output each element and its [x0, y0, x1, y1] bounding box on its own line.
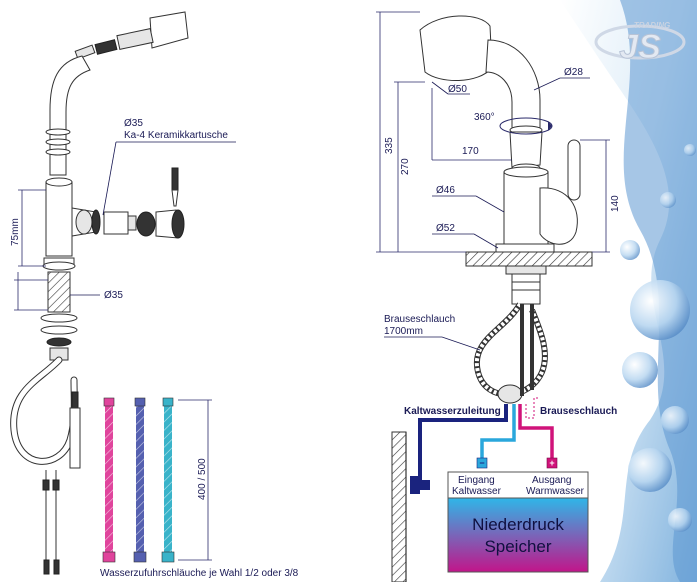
curved-spout [49, 55, 91, 176]
plus-sign: + [549, 458, 554, 468]
js-trading-logo: JS TRADING [594, 21, 686, 67]
hose-length-label: 400 / 500 [197, 458, 208, 500]
lever-handle-side [539, 187, 578, 245]
dim-335-label: 335 [384, 137, 395, 154]
tank-label-panel [447, 471, 589, 499]
plumbing-schematic: Kaltwasserzuleitung − + Brauseschlauch E… [391, 397, 617, 582]
cartridge-name-label: Ka-4 Keramikkartusche [124, 130, 228, 141]
inlet-label: Eingang [458, 475, 495, 486]
lever-stick [567, 139, 581, 201]
cold-supply-label: Kaltwasserzuleitung [404, 406, 501, 417]
shower-hose-schematic-label: Brauseschlauch [540, 406, 617, 417]
dim-140-label: 140 [610, 195, 621, 212]
spray-head-side [419, 15, 493, 82]
thread-diameter-label: Ø35 [104, 290, 123, 301]
spray-nut [94, 39, 118, 55]
exploded-view: Ø35 Ka-4 Keramikkartusche 75mm Ø35 [10, 11, 236, 575]
spray-head [149, 11, 189, 49]
ceramic-cartridge [103, 211, 129, 235]
tank-title-line2: Speicher [484, 537, 551, 556]
inlet-sublabel: Kaltwasser [452, 486, 502, 497]
dia-46-label: Ø46 [436, 185, 455, 196]
hose-weight [497, 384, 523, 404]
pull-out-hose [11, 357, 77, 464]
dia-50-label: Ø50 [448, 84, 467, 95]
rotation-label: 360° [474, 112, 495, 123]
cold-supply-line [418, 404, 508, 480]
water-splash-background [560, 0, 697, 582]
cap-ring [136, 211, 156, 237]
shower-hose-length-label: 1700mm [384, 326, 423, 337]
faucet-body [45, 181, 73, 257]
seal-ring [91, 209, 101, 235]
shower-hose-label: Brauseschlauch [384, 314, 455, 325]
low-pressure-tank [447, 497, 589, 573]
spray-connector [116, 28, 154, 50]
dimensioned-view: 335 270 170 140 360° Ø28 Ø50 Ø46 Ø52 Bra… [376, 11, 621, 404]
wall [391, 431, 407, 582]
lever-pin [171, 167, 179, 191]
supply-hoses-caption: Wasserzufuhrschläuche je Wahl 1/2 oder 3… [100, 568, 299, 579]
dia-28-label: Ø28 [564, 67, 583, 78]
minus-sign: − [479, 458, 484, 468]
cartridge-diameter-label: Ø35 [124, 118, 143, 129]
supply-hoses: 400 / 500 Wasserzufuhrschläuche je Wahl … [100, 397, 299, 579]
outlet-sublabel: Warmwasser [526, 486, 585, 497]
dim-170-label: 170 [462, 146, 479, 157]
height-75-label: 75mm [10, 218, 21, 246]
outlet-label: Ausgang [532, 475, 571, 486]
logo-subtext: TRADING [634, 21, 670, 30]
cold-inlet-line [480, 404, 516, 462]
tank-title-line1: Niederdruck [472, 515, 564, 534]
logo-text: JS [619, 28, 661, 66]
dia-52-label: Ø52 [436, 223, 455, 234]
threaded-shank [47, 271, 71, 313]
countertop [465, 251, 593, 267]
dim-270-label: 270 [400, 158, 411, 175]
hot-outlet-line [518, 404, 554, 462]
